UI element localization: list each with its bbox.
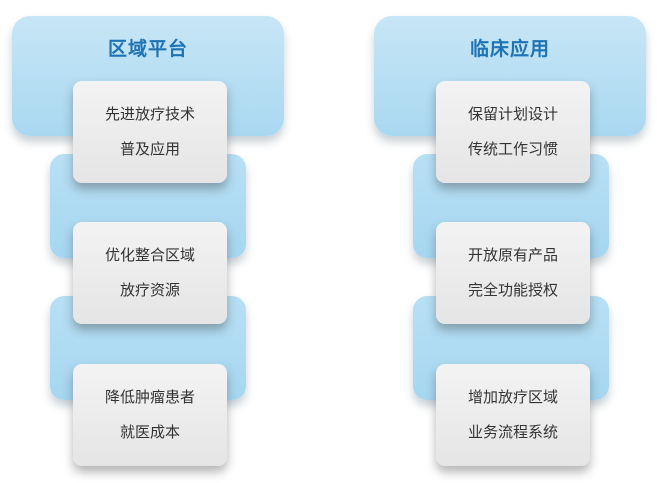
card-line: 降低肿瘤患者 bbox=[104, 388, 195, 406]
card-line: 增加放疗区域 bbox=[467, 388, 558, 406]
clinical-application-card-3: 增加放疗区域 业务流程系统 bbox=[436, 364, 590, 466]
clinical-application-card-1: 保留计划设计 传统工作习惯 bbox=[436, 81, 590, 183]
card-line: 业务流程系统 bbox=[467, 423, 558, 441]
card-line: 开放原有产品 bbox=[467, 246, 558, 264]
card-line: 放疗资源 bbox=[119, 281, 180, 299]
clinical-application-title: 临床应用 bbox=[469, 38, 550, 60]
regional-platform-card-3: 降低肿瘤患者 就医成本 bbox=[73, 364, 227, 466]
card-line: 完全功能授权 bbox=[467, 281, 558, 299]
regional-platform-card-2: 优化整合区域 放疗资源 bbox=[73, 222, 227, 324]
card-line: 传统工作习惯 bbox=[467, 140, 558, 158]
card-line: 就医成本 bbox=[119, 423, 180, 441]
card-line: 先进放疗技术 bbox=[104, 105, 195, 123]
card-line: 优化整合区域 bbox=[104, 246, 195, 264]
clinical-application-card-2: 开放原有产品 完全功能授权 bbox=[436, 222, 590, 324]
regional-platform-title: 区域平台 bbox=[107, 38, 188, 60]
card-line: 普及应用 bbox=[119, 140, 180, 158]
card-line: 保留计划设计 bbox=[467, 105, 558, 123]
regional-platform-card-1: 先进放疗技术 普及应用 bbox=[73, 81, 227, 183]
